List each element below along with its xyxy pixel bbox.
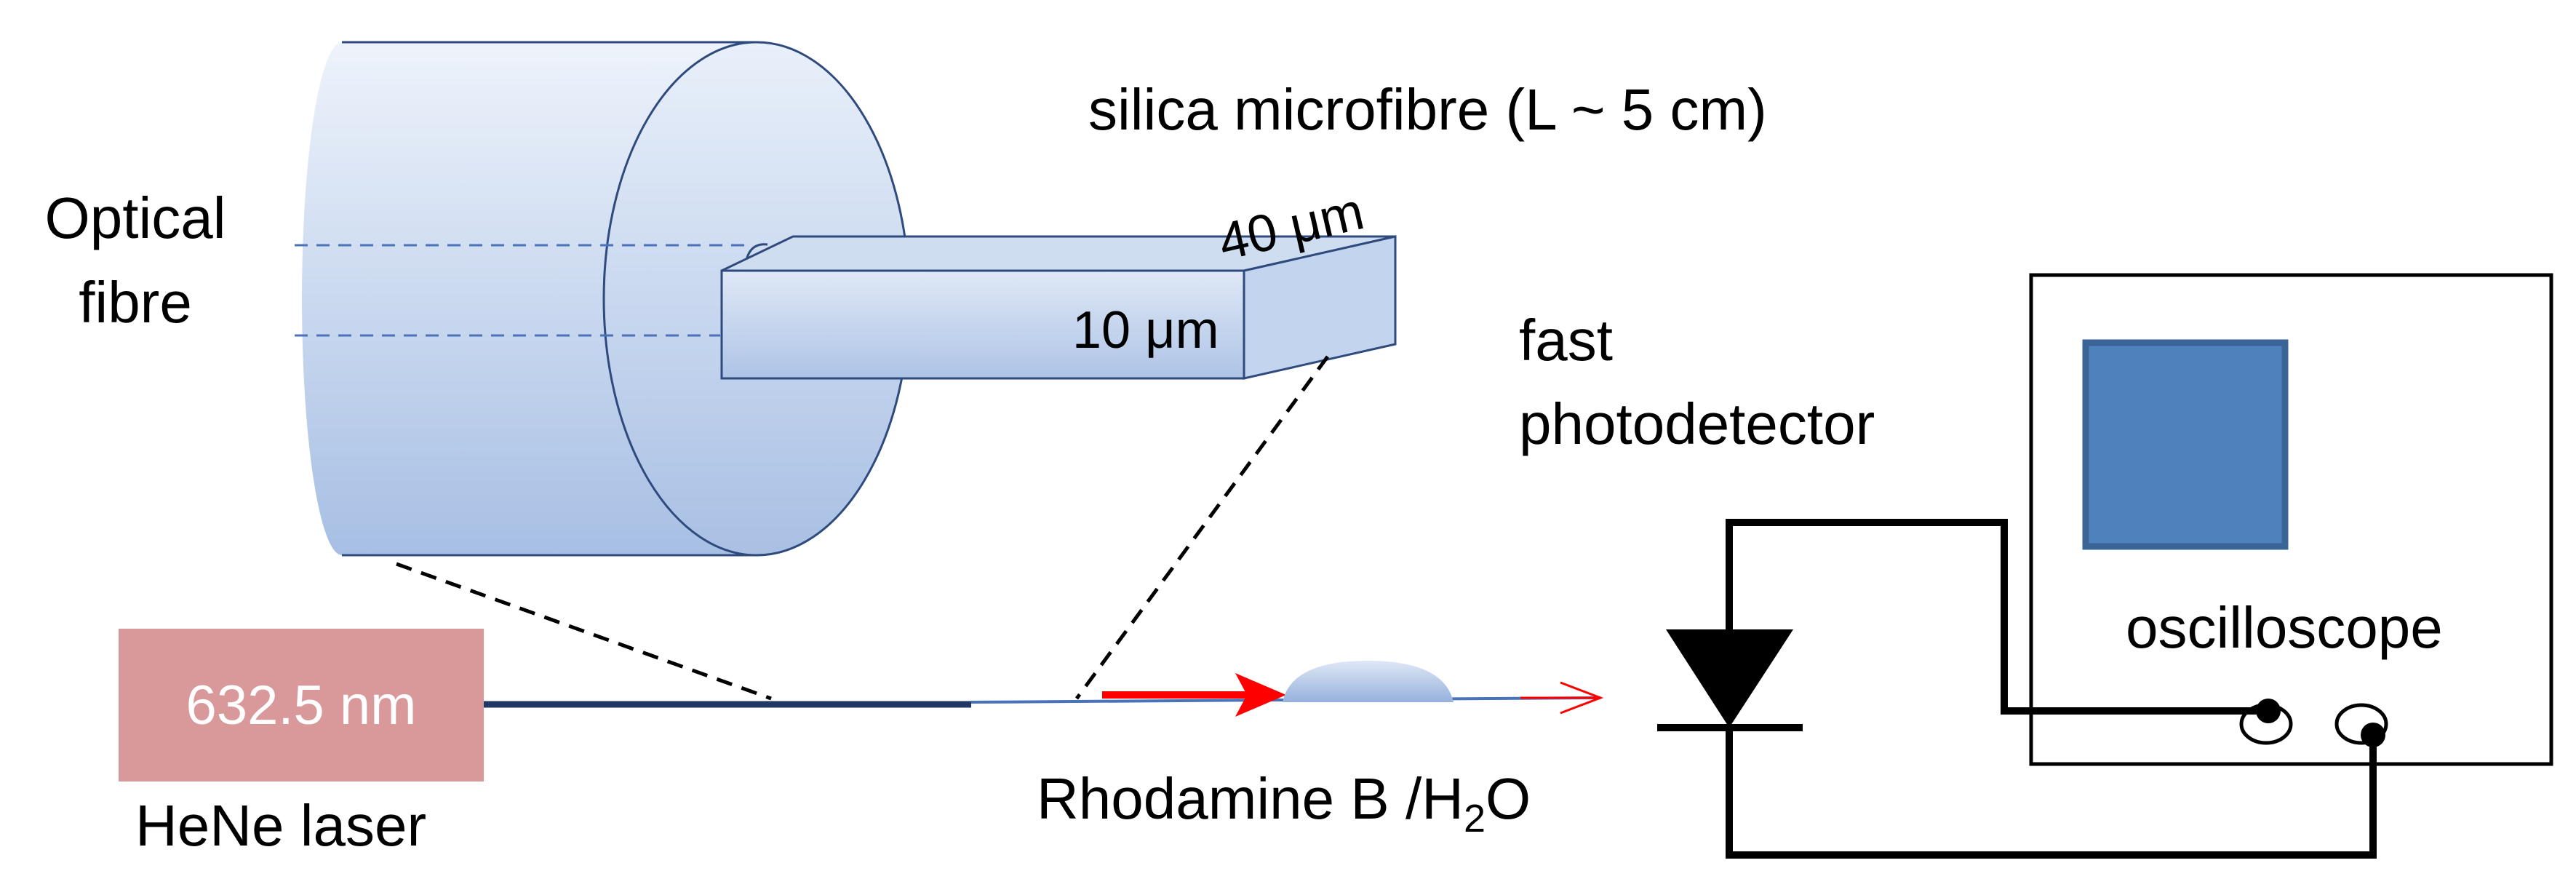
wire-bottom xyxy=(1726,728,2377,859)
diode-triangle xyxy=(1666,629,1793,728)
detector-label-2: photodetector xyxy=(1519,391,1875,456)
zoom-line-right xyxy=(1074,355,1330,700)
oscilloscope-frame xyxy=(2029,273,2553,766)
laser-box xyxy=(119,629,484,781)
laser-wavelength-label: 632.5 nm xyxy=(186,675,417,736)
detector-label-1: fast xyxy=(1519,308,1613,373)
optical-fibre-label-2: fibre xyxy=(79,270,192,335)
input-port-right xyxy=(2334,703,2388,745)
wire-dot-right xyxy=(2361,723,2385,747)
solution-label: Rhodamine B /H2O xyxy=(1037,766,1531,840)
wire-top xyxy=(1726,519,2266,715)
oscilloscope: oscilloscope xyxy=(2029,273,2553,766)
optical-fibre-label-1: Optical xyxy=(45,186,226,250)
beam-arrow xyxy=(1102,673,1286,717)
oscilloscope-screen xyxy=(2082,339,2289,550)
zoom-line-left xyxy=(396,562,772,701)
output-arrow xyxy=(1520,681,1604,715)
rhodamine-droplet xyxy=(1283,661,1454,702)
oscilloscope-label: oscilloscope xyxy=(2126,595,2443,660)
microfibre-end-face xyxy=(1243,235,1397,380)
cylinder-outline xyxy=(342,41,757,557)
wire-dot-left xyxy=(2256,699,2281,723)
laser-name-label: HeNe laser xyxy=(135,793,426,858)
dimension-height-label: 10 μm xyxy=(1072,301,1219,359)
photodiode xyxy=(1657,629,1803,731)
microfibre-label: silica microfibre (L ~ 5 cm) xyxy=(1088,77,1767,142)
microfibre-front-face xyxy=(720,269,1245,380)
microfibre-box xyxy=(720,235,1397,380)
